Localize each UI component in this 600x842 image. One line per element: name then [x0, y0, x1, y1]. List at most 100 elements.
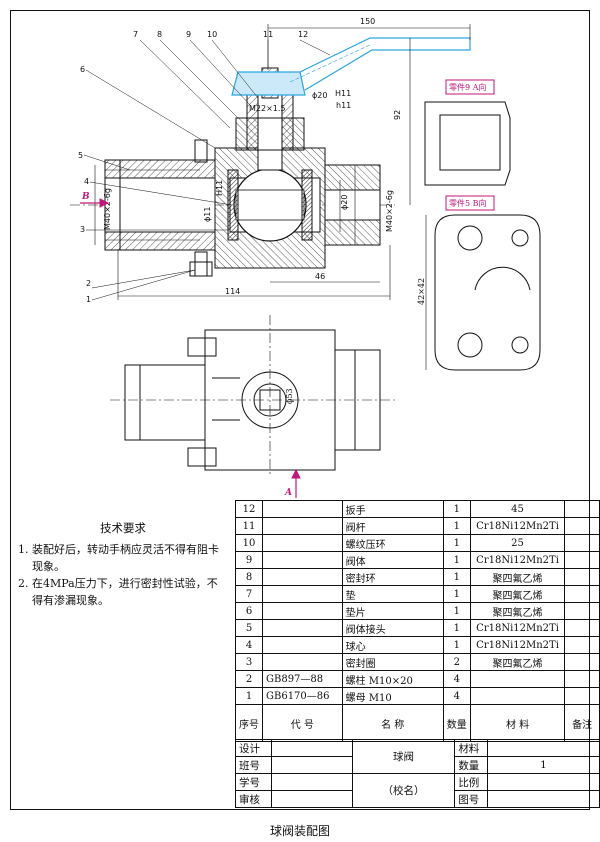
bom-cell-material: Cr18Ni12Mn2Ti — [469, 517, 566, 535]
bom-cell-code — [262, 636, 343, 654]
tb-material-label: 材料 — [454, 739, 488, 757]
leader-label-12: 12 — [298, 30, 308, 39]
bom-cell-qty: 1 — [442, 602, 471, 620]
figure-caption: 球阀装配图 — [269, 824, 330, 838]
bom-cell-code — [262, 585, 343, 603]
bom-cell-qty: 1 — [442, 500, 471, 518]
dim-d20-inner: ϕ20 — [340, 195, 349, 210]
tb-material-value — [486, 739, 600, 757]
technical-requirements: 技术要求 1. 装配好后，转动手柄应灵活不得有阻卡现象。 2. 在4MPa压力下… — [18, 520, 228, 609]
dim-d11: ϕ11 — [203, 207, 212, 222]
bom-cell-no: 9 — [235, 551, 263, 569]
bom-cell-code — [262, 517, 343, 535]
bom-cell-code — [262, 619, 343, 637]
bom-cell-name: 密封圈 — [341, 653, 444, 671]
bom-cell-no: 5 — [235, 619, 263, 637]
bom-cell-name: 垫 — [341, 585, 444, 603]
tech-note-2: 2. 在4MPa压力下，进行密封性试验，不得有渗漏现象。 — [18, 577, 218, 607]
leader-lines — [83, 39, 331, 301]
tb-class-value — [271, 756, 353, 774]
tb-part-name: 球阀 — [351, 739, 456, 774]
bom-cell-code — [262, 602, 343, 620]
dim-46: 46 — [315, 272, 325, 281]
bom-cell-no: 2 — [235, 670, 263, 688]
bom-cell-material: Cr18Ni12Mn2Ti — [469, 551, 566, 569]
bom-cell-material: 25 — [469, 534, 566, 552]
bom-cell-no: 12 — [235, 500, 263, 518]
tb-student-value — [271, 773, 353, 791]
arrow-b-label: B — [81, 192, 90, 202]
bom-cell-qty: 1 — [442, 636, 471, 654]
bom-cell-material: 聚四氟乙烯 — [469, 585, 566, 603]
dim-150: 150 — [360, 17, 375, 26]
dim-fit-top: H11 — [335, 89, 351, 98]
leader-label-10: 10 — [207, 30, 217, 39]
bom-cell-name: 螺柱 M10×20 — [341, 670, 444, 688]
tb-qty-label: 数量 — [454, 756, 488, 774]
bom-cell-code — [262, 500, 343, 518]
bom-cell-note — [564, 534, 600, 552]
view-a-tag: 零件9 A向 — [449, 82, 486, 92]
bom-cell-material: Cr18Ni12Mn2Ti — [469, 636, 566, 654]
bom-cell-code — [262, 534, 343, 552]
arrow-b — [80, 198, 110, 208]
bom-cell-material: 45 — [469, 500, 566, 518]
bom-cell-qty: 1 — [442, 568, 471, 586]
bom-cell-qty: 4 — [442, 687, 471, 705]
tb-class: 班号 — [234, 756, 273, 774]
bom-cell-qty: 1 — [442, 619, 471, 637]
bom-cell-name: 垫片 — [341, 602, 444, 620]
tb-drawing-no-value — [486, 790, 600, 808]
bom-header-name: 名 称 — [341, 704, 444, 742]
bom-cell-note — [564, 517, 600, 535]
dim-m40-right: M40×2-6g — [385, 190, 394, 232]
front-section-view — [70, 67, 395, 277]
bom-cell-note — [564, 636, 600, 654]
handle-wrench — [231, 37, 471, 96]
bom-cell-no: 6 — [235, 602, 263, 620]
bom-cell-name: 球心 — [341, 636, 444, 654]
tb-design: 设计 — [234, 739, 273, 757]
tb-design-value — [271, 739, 353, 757]
leader-label-2: 2 — [86, 279, 91, 288]
bom-cell-material: 聚四氟乙烯 — [469, 653, 566, 671]
dim-42: 42×42 — [417, 278, 426, 305]
bom-cell-code — [262, 551, 343, 569]
title-block: 设计 球阀 材料 班号 数量 1 学号 （校名） 比例 审核 图号 — [234, 739, 600, 808]
dim-fit-bot: h11 — [336, 101, 351, 110]
dim-92: 92 — [393, 110, 402, 120]
bom-cell-note — [564, 568, 600, 586]
leader-label-7: 7 — [133, 30, 138, 39]
bom-cell-note — [564, 602, 600, 620]
tb-scale-label: 比例 — [454, 773, 488, 791]
dimension-texts: 150 92 46 114 M22×1.5 H11 h11 ϕ20 ϕ20 ϕ1… — [103, 17, 402, 296]
bom-header-row: 序号代 号名 称数量材 料备注 — [235, 704, 600, 742]
arrow-a-label: A — [284, 488, 292, 498]
tb-scale-value — [486, 773, 600, 791]
view-b-part5 — [425, 195, 541, 371]
dim-d20-label: ϕ20 — [312, 91, 327, 100]
drawing-sheet — [10, 10, 590, 810]
leader-label-11: 11 — [263, 30, 273, 39]
bom-cell-no: 3 — [235, 653, 263, 671]
bom-cell-qty: 1 — [442, 551, 471, 569]
dim-m40-left: M40×2-6g — [103, 188, 112, 230]
bom-cell-no: 11 — [235, 517, 263, 535]
tech-title: 技术要求 — [100, 521, 146, 535]
bom-header-no: 序号 — [235, 704, 263, 742]
bom-cell-no: 4 — [235, 636, 263, 654]
bom-cell-note — [564, 500, 600, 518]
tb-qty-value: 1 — [486, 756, 600, 774]
bom-cell-name: 螺纹压环 — [341, 534, 444, 552]
bom-header-code: 代 号 — [262, 704, 343, 742]
bom-cell-material: Cr18Ni12Mn2Ti — [469, 619, 566, 637]
bom-cell-no: 1 — [235, 687, 263, 705]
